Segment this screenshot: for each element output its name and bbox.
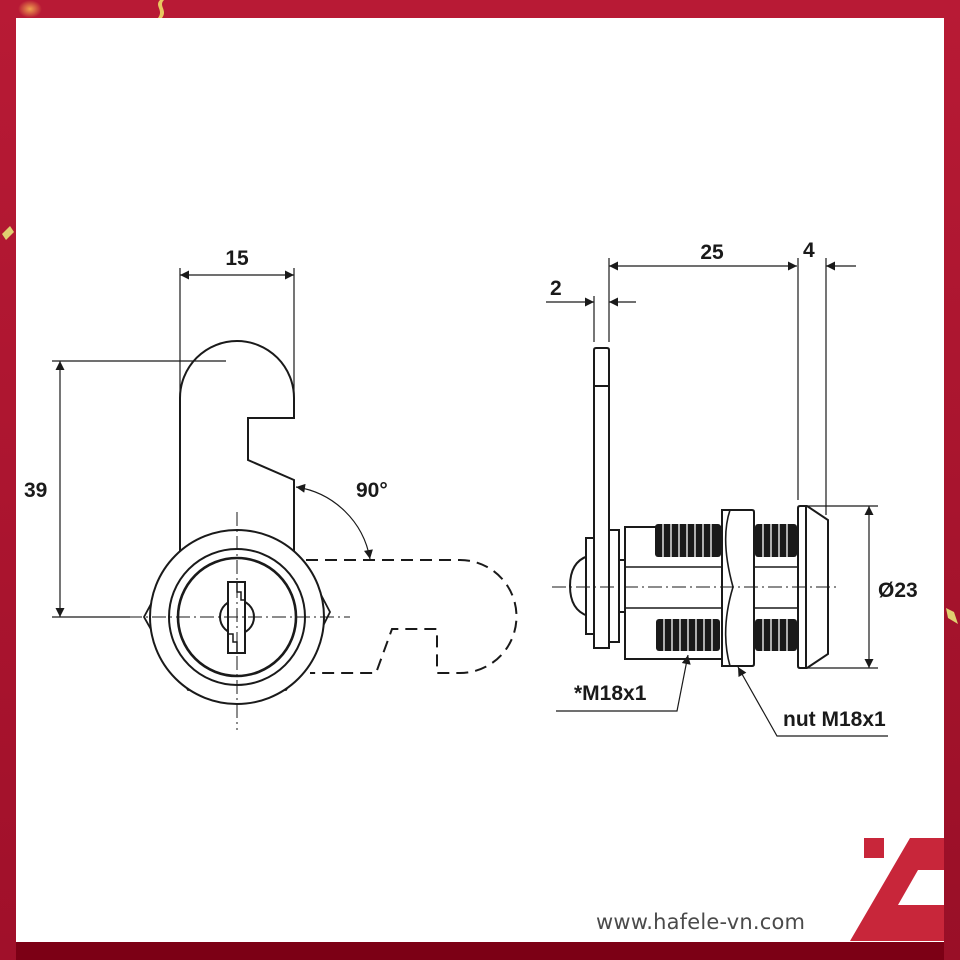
frame-bottom-border — [0, 942, 960, 960]
side-view — [552, 347, 840, 669]
nut — [721, 509, 755, 667]
width-dim-label: 15 — [225, 247, 249, 270]
confetti-icon — [2, 226, 14, 240]
cam-rotated-dashed — [306, 559, 518, 674]
front-dimensions — [52, 268, 373, 618]
lever-thickness-label: 2 — [550, 277, 562, 300]
frame-right-border — [944, 0, 960, 960]
lever-plate — [593, 347, 610, 649]
frame-left-border — [0, 0, 16, 960]
nut-label: nut M18x1 — [783, 708, 886, 731]
website-url[interactable]: www.hafele-vn.com — [596, 910, 806, 934]
front-view — [56, 340, 518, 730]
confetti-icon — [158, 0, 164, 18]
glow-decoration — [18, 0, 42, 18]
body-length-label: 25 — [700, 241, 724, 264]
washer — [585, 537, 595, 635]
hafele-a-logo — [850, 838, 944, 941]
rotation-dim-label: 90° — [356, 479, 388, 502]
frame-top-border — [0, 0, 960, 18]
confetti-icon — [946, 608, 958, 624]
diameter-label: Ø23 — [878, 579, 918, 602]
drawing-canvas — [16, 18, 944, 942]
thread-label: *M18x1 — [574, 682, 647, 705]
height-dim-label: 39 — [24, 479, 47, 502]
side-dimensions — [546, 258, 888, 737]
screw-head — [568, 554, 589, 618]
flange-label: 4 — [803, 239, 815, 262]
